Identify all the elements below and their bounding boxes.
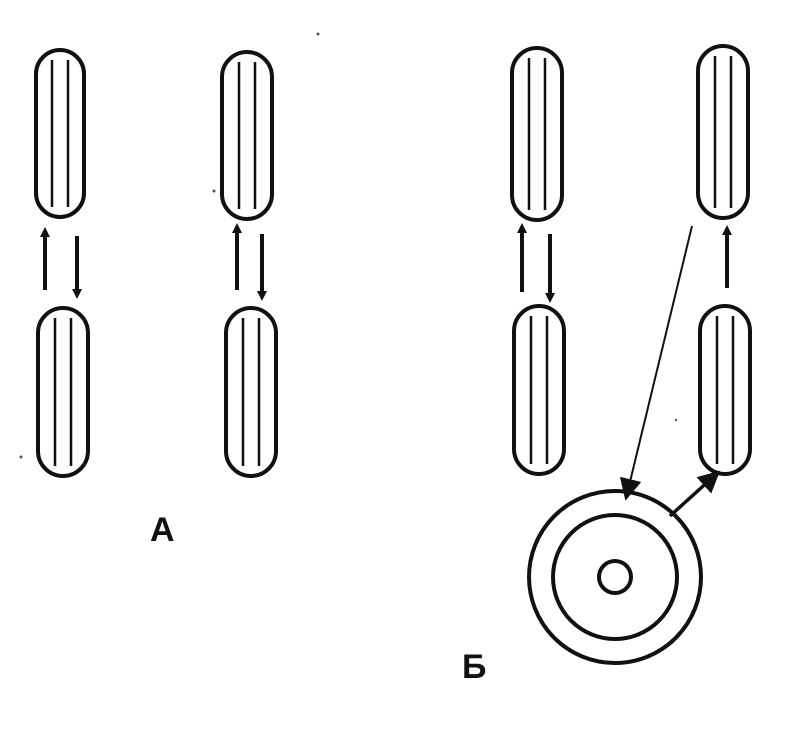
chromosome-a2-bottom [224, 306, 278, 478]
chromosome-b1-bottom [512, 304, 566, 476]
chromosome-a2-top [220, 50, 274, 221]
chromosome-a1-top [34, 48, 86, 219]
group-label-b: Б [462, 648, 487, 686]
chromosome-a1-bottom [36, 306, 90, 478]
concentric-circle [527, 489, 703, 665]
chromosome-b2-top [696, 44, 750, 220]
chromosome-b1-top [510, 46, 564, 222]
chromosome-b2-bottom [698, 304, 752, 476]
group-label-a: А [150, 511, 175, 549]
arrow-from-circle [668, 470, 721, 518]
arrow-to-circle [619, 225, 693, 501]
